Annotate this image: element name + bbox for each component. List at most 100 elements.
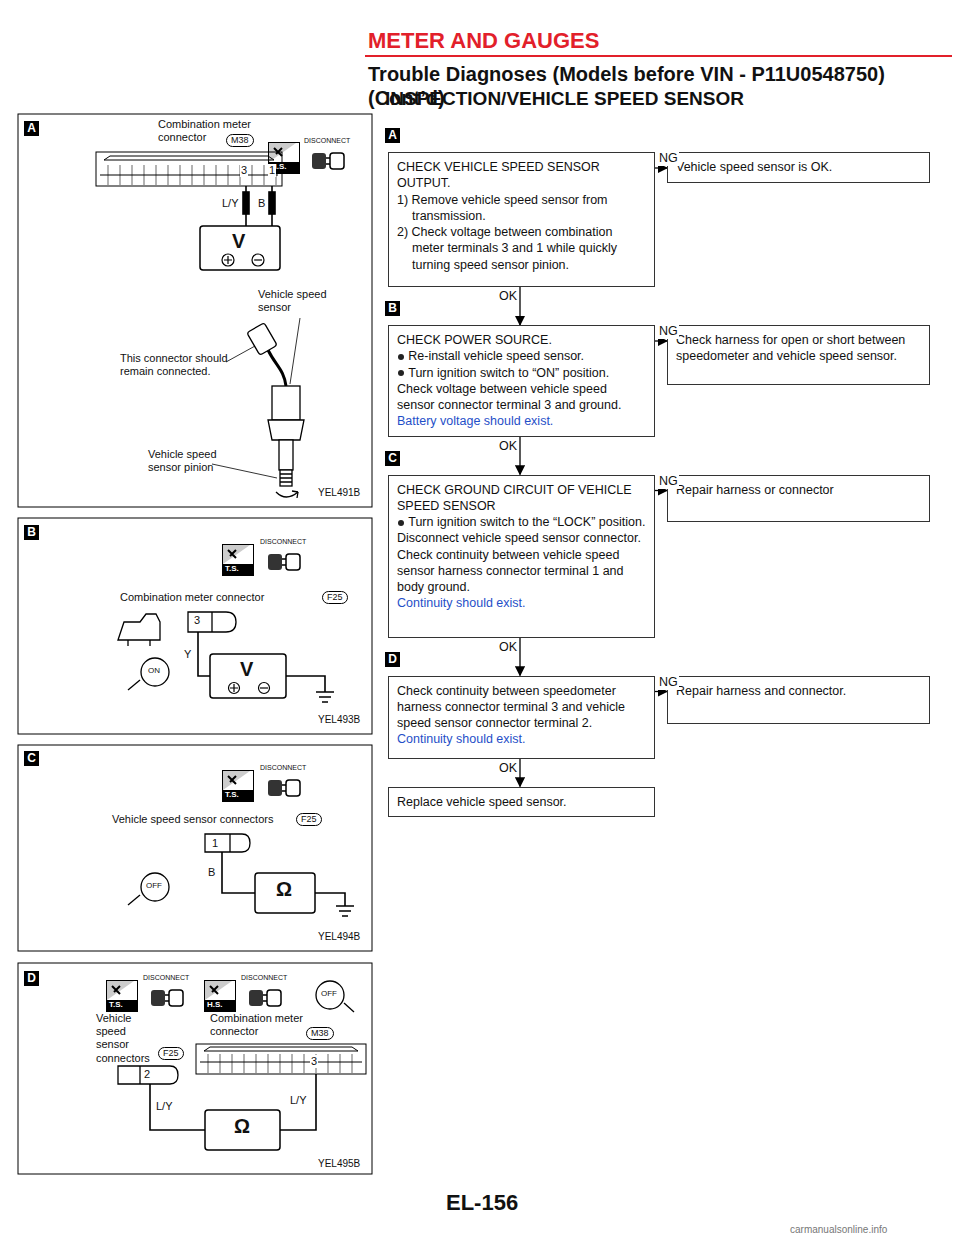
meter-terminal — [252, 254, 264, 266]
branch-label: NG — [658, 151, 679, 166]
flow-arrow — [655, 167, 667, 168]
meter-symbol — [205, 1110, 280, 1150]
connector-f25 — [211, 612, 212, 632]
flow-arrow — [519, 287, 520, 325]
connector-cavity — [208, 1054, 209, 1073]
step-detail: 1) Remove vehicle speed sensor from tran… — [397, 192, 646, 225]
wire-color: L/Y — [222, 197, 239, 210]
step-detail: Continuity should exist. — [397, 595, 646, 611]
flow-arrow — [655, 340, 667, 341]
icon-text: DISCONNECT — [241, 974, 287, 982]
check-box: Replace vehicle speed sensor. — [388, 787, 655, 817]
icon-text: DISCONNECT — [260, 538, 306, 546]
meter-terminal — [222, 254, 234, 266]
connector-id: F25 — [322, 591, 348, 604]
connector-id: F25 — [296, 813, 322, 826]
wire-color: L/Y — [290, 1094, 307, 1107]
step-detail: Check voltage between vehicle speed sens… — [397, 381, 646, 414]
icon-text: H.S. — [207, 1000, 223, 1010]
meter-terminal — [224, 256, 232, 264]
step-detail: Battery voltage should exist. — [397, 413, 646, 429]
connector-name: Vehicle speed sensor connectors — [112, 813, 273, 826]
tester-lead — [150, 1084, 205, 1130]
connector-m38 — [204, 1047, 358, 1051]
pin-number: 3 — [240, 164, 248, 177]
tester-lead — [269, 192, 275, 214]
vehicle-speed-sensor — [268, 420, 304, 440]
meter-symbol-text: V — [232, 229, 245, 253]
disconnect-icon — [268, 780, 300, 796]
step-marker: B — [385, 301, 400, 316]
connector-cavity — [156, 165, 157, 185]
icon-text: DISCONNECT — [143, 974, 189, 982]
branch-label: NG — [658, 324, 679, 339]
ignition-key — [344, 1003, 354, 1012]
switch-position: ON — [148, 666, 160, 676]
wire-color: L/Y — [156, 1100, 173, 1113]
connector-name: Combination meter connector — [120, 591, 264, 604]
connector-cavity — [204, 165, 205, 185]
step-marker: D — [385, 652, 400, 667]
switch-position: OFF — [146, 881, 162, 891]
ground-symbol — [316, 692, 354, 916]
step-detail: Turn ignition switch to the “LOCK” posit… — [397, 514, 646, 530]
connector-m38 — [104, 156, 274, 160]
connector-cavity — [292, 1054, 293, 1073]
step-text: CHECK GROUND CIRCUIT OF VEHICLE SPEED SE… — [397, 482, 646, 515]
figure-marker: C — [24, 751, 39, 766]
meter-terminal — [259, 683, 270, 694]
flow-arrow — [655, 490, 667, 491]
connector-f25 — [118, 1066, 178, 1084]
tester-lead — [280, 1074, 316, 1130]
connector-cavity — [132, 165, 133, 185]
figure-code: YEL493B — [318, 714, 360, 726]
vehicle-speed-sensor — [268, 350, 286, 386]
leader-line — [212, 464, 277, 478]
connector-cavity — [232, 1054, 233, 1073]
tester-lead — [315, 893, 345, 906]
tester-lead — [286, 676, 325, 692]
header-rule — [365, 55, 952, 57]
connector-cavity — [352, 1054, 353, 1073]
mode-icon — [222, 545, 254, 577]
step-detail: 2) Check voltage between combination met… — [397, 224, 646, 273]
connector-f25 — [205, 834, 250, 852]
step-detail: Continuity should exist. — [397, 731, 646, 747]
header-rule — [365, 56, 952, 57]
meter-terminal — [230, 684, 238, 692]
mode-icon — [222, 771, 254, 803]
ignition-key — [128, 895, 140, 905]
flow-arrow — [655, 691, 667, 692]
flow-arrow — [519, 759, 520, 787]
connector-m38 — [96, 152, 282, 186]
tester-lead — [222, 852, 255, 893]
branch-label: OK — [498, 439, 518, 454]
leader-line — [226, 346, 255, 362]
figure-panel — [18, 518, 372, 734]
leader-line — [290, 318, 300, 384]
wire-color: Y — [184, 648, 191, 661]
ignition-key — [316, 981, 344, 1009]
vehicle-speed-sensor — [292, 491, 298, 498]
meter-symbol — [200, 226, 315, 1150]
pin-number: 1 — [211, 837, 219, 850]
result-box: Check harness for open or short between … — [667, 325, 930, 385]
step-text: CHECK VEHICLE SPEED SENSOR OUTPUT. — [397, 159, 646, 192]
connector-m38 — [100, 175, 278, 176]
icon-text: T.S. — [225, 790, 239, 800]
connector-f25 — [188, 612, 236, 632]
figure-marker: A — [24, 121, 39, 136]
vehicle-speed-sensor — [247, 323, 277, 356]
ground-symbol — [336, 906, 354, 916]
meter-symbol — [200, 226, 280, 270]
step-text: Vehicle speed sensor is OK. — [676, 159, 921, 175]
connector-name: Combination meter connector — [210, 1012, 305, 1038]
vehicle-speed-sensor — [276, 492, 298, 497]
flow-arrow — [519, 638, 520, 676]
connector-cavity — [244, 1054, 245, 1073]
connector-cavity — [108, 165, 109, 185]
icon-text: DISCONNECT — [304, 137, 350, 145]
connector-cavity — [264, 165, 265, 185]
connector-cavity — [268, 1054, 269, 1073]
mode-icon — [106, 981, 138, 1013]
